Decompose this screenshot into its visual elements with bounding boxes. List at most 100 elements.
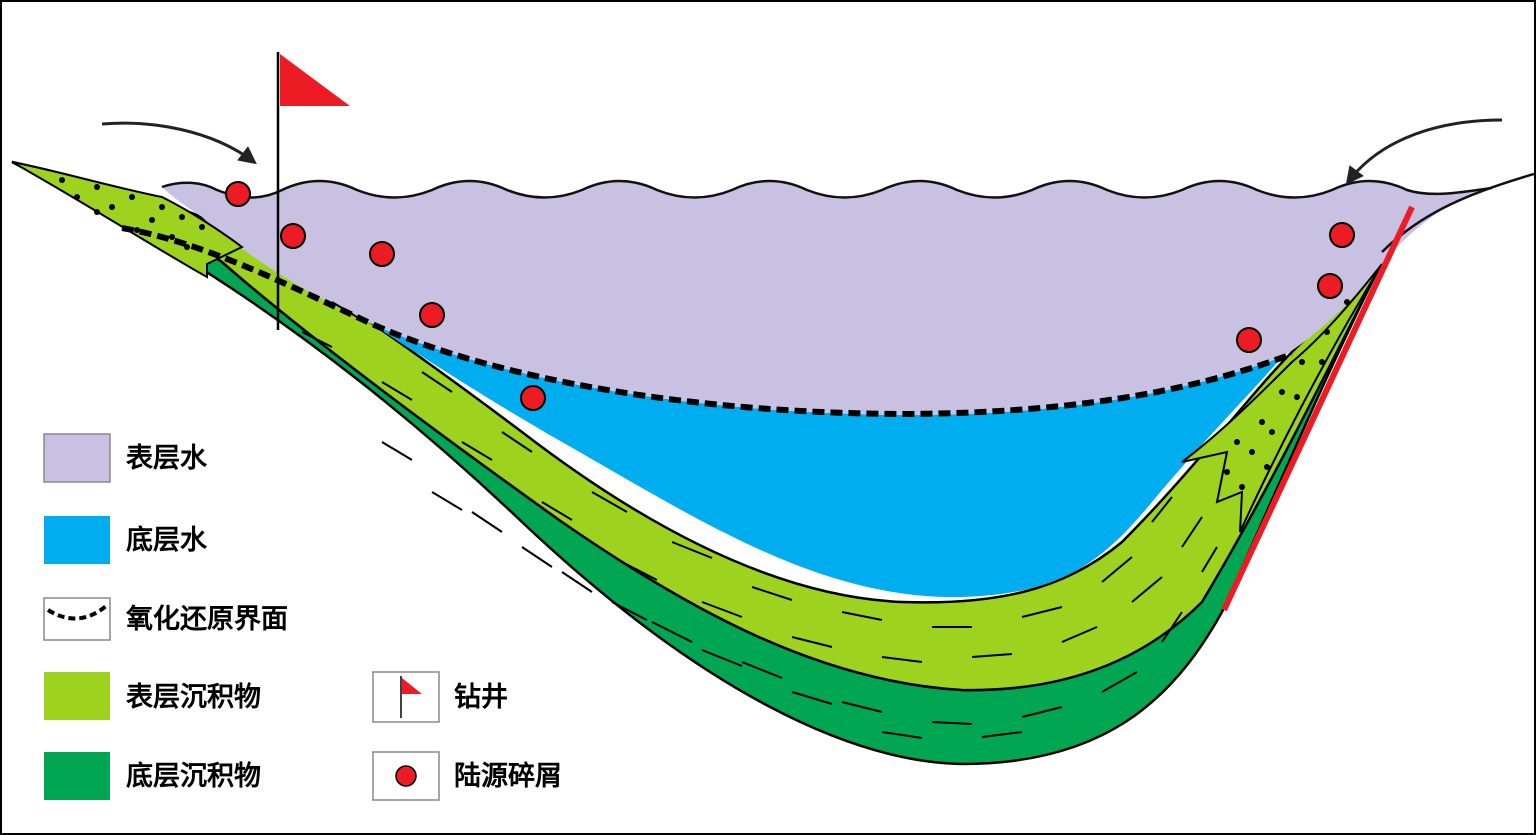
legend-swatch-surface-water: [43, 433, 111, 483]
legend-item-bottom-sediment: 底层沉积物: [44, 752, 261, 800]
clastic-dot: [199, 224, 205, 230]
legend-swatch-drill-well: [372, 671, 440, 723]
inflow-arrow-right: [1345, 118, 1503, 185]
sediment-dash: [301, 331, 333, 348]
sediment-dash: [671, 541, 713, 559]
sediment-dash: [1101, 556, 1133, 583]
legend-item-surface-sediment: 表层沉积物: [44, 672, 261, 720]
sediment-dash: [381, 381, 413, 401]
drill-flag-icon: [402, 678, 422, 694]
sediment-dash: [621, 561, 658, 581]
sediment-dash: [751, 586, 793, 601]
legend-label-debris: 陆源碎屑: [454, 761, 562, 792]
sediment-dash: [611, 601, 648, 621]
sediment-dash: [1131, 576, 1163, 603]
redox-interface-line: [121, 225, 1294, 418]
legend-label-drill-well: 钻井: [454, 682, 508, 713]
clastic-dot: [1239, 484, 1245, 490]
terrigenous-debris-dots: [225, 181, 1355, 411]
sediment-dash: [651, 621, 693, 643]
sediment-dash: [881, 656, 923, 663]
clastic-dot: [1324, 329, 1330, 335]
legend-label-surface-water: 表层水: [126, 443, 208, 474]
debris-dot-icon: [395, 765, 417, 787]
clastic-dot: [159, 204, 165, 210]
sediment-dash: [561, 571, 593, 593]
clastic-dot: [1319, 359, 1325, 365]
sediment-dash: [501, 431, 533, 453]
sediment-dash: [1161, 611, 1183, 643]
clastic-dot: [1234, 439, 1240, 445]
clastic-dot: [1299, 359, 1305, 365]
water-surface-wave: [161, 179, 1493, 199]
legend-label-bottom-sediment: 底层沉积物: [126, 760, 261, 792]
sediment-dash: [1021, 706, 1063, 718]
surface-water-body: [162, 181, 1492, 415]
legend-swatch-bottom-water: [44, 516, 110, 564]
clastic-dot: [169, 234, 175, 240]
clastic-dot: [59, 177, 65, 183]
legend-item-debris: 陆源碎屑: [372, 751, 562, 801]
sediment-dash: [881, 731, 923, 739]
debris-dot-icon: [520, 385, 546, 411]
sediment-dash: [541, 501, 573, 521]
sediment-dash: [791, 691, 833, 705]
legend-swatch-bottom-sediment: [44, 752, 110, 800]
legend-swatch-redox: [43, 597, 111, 641]
legend-redox-line-icon: [46, 604, 108, 621]
sediment-dash: [981, 731, 1023, 738]
legend-label-surface-sediment: 表层沉积物: [126, 682, 261, 713]
clastic-dot: [94, 209, 100, 215]
sediment-dash: [471, 511, 503, 533]
clastic-dot: [179, 214, 185, 220]
clastic-dot: [1344, 299, 1350, 305]
debris-dot-icon: [1317, 273, 1343, 299]
sediment-dash: [741, 661, 783, 679]
legend-swatch-surface-sediment: [44, 672, 110, 720]
sediment-dash: [461, 441, 493, 461]
legend-item-surface-water: 表层水: [43, 433, 208, 483]
legend-swatch-debris: [372, 751, 440, 801]
coarse-clastic-dots: [59, 177, 1350, 490]
debris-dot-icon: [225, 181, 251, 207]
debris-dot-icon: [1329, 222, 1355, 248]
clastic-dot: [134, 227, 140, 233]
clastic-dot: [149, 217, 155, 223]
legend-item-bottom-water: 底层水: [44, 516, 208, 564]
sediment-dash: [1181, 516, 1203, 548]
sediment-dash: [1151, 496, 1173, 523]
debris-dot-icon: [369, 241, 395, 267]
sediment-dash: [931, 721, 973, 725]
clastic-dot: [1269, 429, 1275, 435]
sediment-dash: [1061, 626, 1098, 643]
drill-well-marker: [276, 52, 350, 330]
clastic-dot: [74, 194, 80, 200]
sediment-dash: [591, 491, 628, 513]
legend-label-redox: 氧化还原界面: [125, 604, 288, 635]
sediment-dash: [421, 371, 453, 393]
debris-dot-icon: [1236, 327, 1262, 353]
legend-item-drill-well: 钻井: [372, 671, 508, 723]
drill-flag-icon: [280, 54, 350, 106]
sediment-dashes: [301, 301, 1218, 739]
clastic-dot: [129, 194, 135, 200]
clastic-dot: [1264, 464, 1270, 470]
sediment-dash: [521, 546, 553, 568]
clastic-dot: [94, 184, 100, 190]
right-coarse-wedge: [1181, 263, 1383, 533]
clastic-dot: [1224, 469, 1230, 475]
bottom-water-body: [372, 324, 1282, 598]
inflow-arrow-left: [101, 121, 257, 165]
sediment-dash: [431, 491, 463, 511]
legend-item-redox: 氧化还原界面: [43, 597, 288, 641]
sediment-dash: [701, 601, 743, 618]
sediment-dash: [791, 636, 833, 648]
sediment-dash: [1101, 671, 1138, 693]
debris-dot-icon: [419, 302, 445, 328]
clastic-dot: [109, 204, 115, 210]
fault-line: [1221, 205, 1415, 612]
sediment-dash: [841, 611, 883, 621]
sediment-dash: [971, 653, 1013, 658]
